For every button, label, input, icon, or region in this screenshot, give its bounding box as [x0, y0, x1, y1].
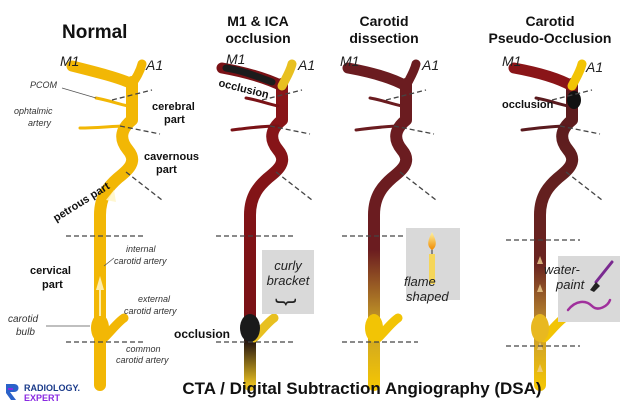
cervical-part-label-2: part — [42, 279, 63, 291]
dissection-m1-label: M1 — [340, 53, 359, 69]
logo-line2: EXPERT — [24, 393, 61, 403]
candle-flame-icon — [428, 232, 436, 284]
cerebral-part-label-1: cerebral — [152, 101, 195, 113]
footer-caption: CTA / Digital Subtraction Angiography (D… — [182, 379, 541, 398]
ophthalmic-label-1: ophtalmic — [14, 106, 53, 116]
flame-label-2: shaped — [406, 289, 449, 304]
pcom-leader — [61, 87, 97, 99]
m1-ica-a1-label: A1 — [297, 57, 315, 73]
pseudo-m1-label: M1 — [502, 53, 521, 69]
normal-flow-arrows — [96, 190, 116, 316]
curly-bracket-label-1: curly — [274, 258, 303, 273]
waterpaint-label-1: water- — [544, 262, 581, 277]
normal-title: Normal — [62, 22, 127, 43]
curly-bracket-box — [262, 250, 314, 314]
dissection-a1-label: A1 — [421, 57, 439, 73]
normal-vessel — [66, 59, 147, 391]
radiology-expert-logo: RADIOLOGY. EXPERT — [6, 383, 80, 403]
dissection-division-lines — [342, 89, 437, 343]
ophthalmic-label-2: artery — [28, 118, 52, 128]
ica-occlusion-label: occlusion — [174, 327, 230, 341]
cavernous-part-label-2: part — [156, 164, 177, 176]
bulb-label-2: bulb — [16, 327, 35, 338]
ica-leader — [103, 257, 115, 267]
panel-pseudo-occlusion: Carotid Pseudo-Occlusion M1 A1 o — [489, 13, 620, 391]
pseudo-division-lines — [506, 89, 603, 347]
pseudo-title-1: Carotid — [526, 13, 575, 29]
pseudo-a1-label: A1 — [585, 59, 603, 75]
normal-division-lines — [66, 89, 163, 343]
normal-a1-label: A1 — [145, 57, 163, 73]
dissection-title-2: dissection — [349, 30, 418, 46]
ica-label-2: carotid artery — [114, 256, 167, 266]
pcom-label: PCOM — [30, 80, 58, 90]
cca-label-2: carotid artery — [116, 355, 169, 365]
ica-label-1: internal — [126, 244, 157, 254]
m1-ica-title-2: occlusion — [225, 30, 290, 46]
m1-ica-title-1: M1 & ICA — [227, 13, 288, 29]
eca-label-2: carotid artery — [124, 306, 177, 316]
curly-bracket-label-2: bracket — [267, 273, 311, 288]
m1-ica-division-lines — [216, 89, 313, 343]
eca-label-1: external — [138, 294, 171, 304]
cavernous-part-label-1: cavernous — [144, 151, 199, 163]
paintbrush-icon — [566, 260, 614, 312]
cerebral-part-label-2: part — [164, 114, 185, 126]
cervical-part-label-1: cervical — [30, 265, 71, 277]
panel-carotid-dissection: Carotid dissection M1 A1 flame shape — [340, 13, 460, 391]
panel-m1-ica-occlusion: M1 & ICA occlusion M1 A1 occlusion curly… — [174, 13, 315, 391]
m1-ica-m1-label: M1 — [226, 51, 245, 67]
flame-label-1: flame — [404, 274, 436, 289]
pseudo-title-2: Pseudo-Occlusion — [489, 30, 612, 46]
cca-label-1: common — [126, 344, 161, 354]
curly-bracket-symbol: } — [275, 298, 300, 305]
bulb-label-1: carotid — [8, 314, 38, 325]
logo-line1: RADIOLOGY. — [24, 383, 80, 393]
pseudo-vessel — [508, 59, 587, 391]
panel-normal: Normal — [8, 22, 199, 391]
m1-ica-vessel — [216, 59, 297, 391]
waterpaint-label-2: paint — [555, 277, 586, 292]
normal-m1-label: M1 — [60, 53, 79, 69]
dissection-vessel — [342, 59, 421, 391]
dissection-title-1: Carotid — [360, 13, 409, 29]
pseudo-occlusion-label: occlusion — [502, 99, 554, 111]
